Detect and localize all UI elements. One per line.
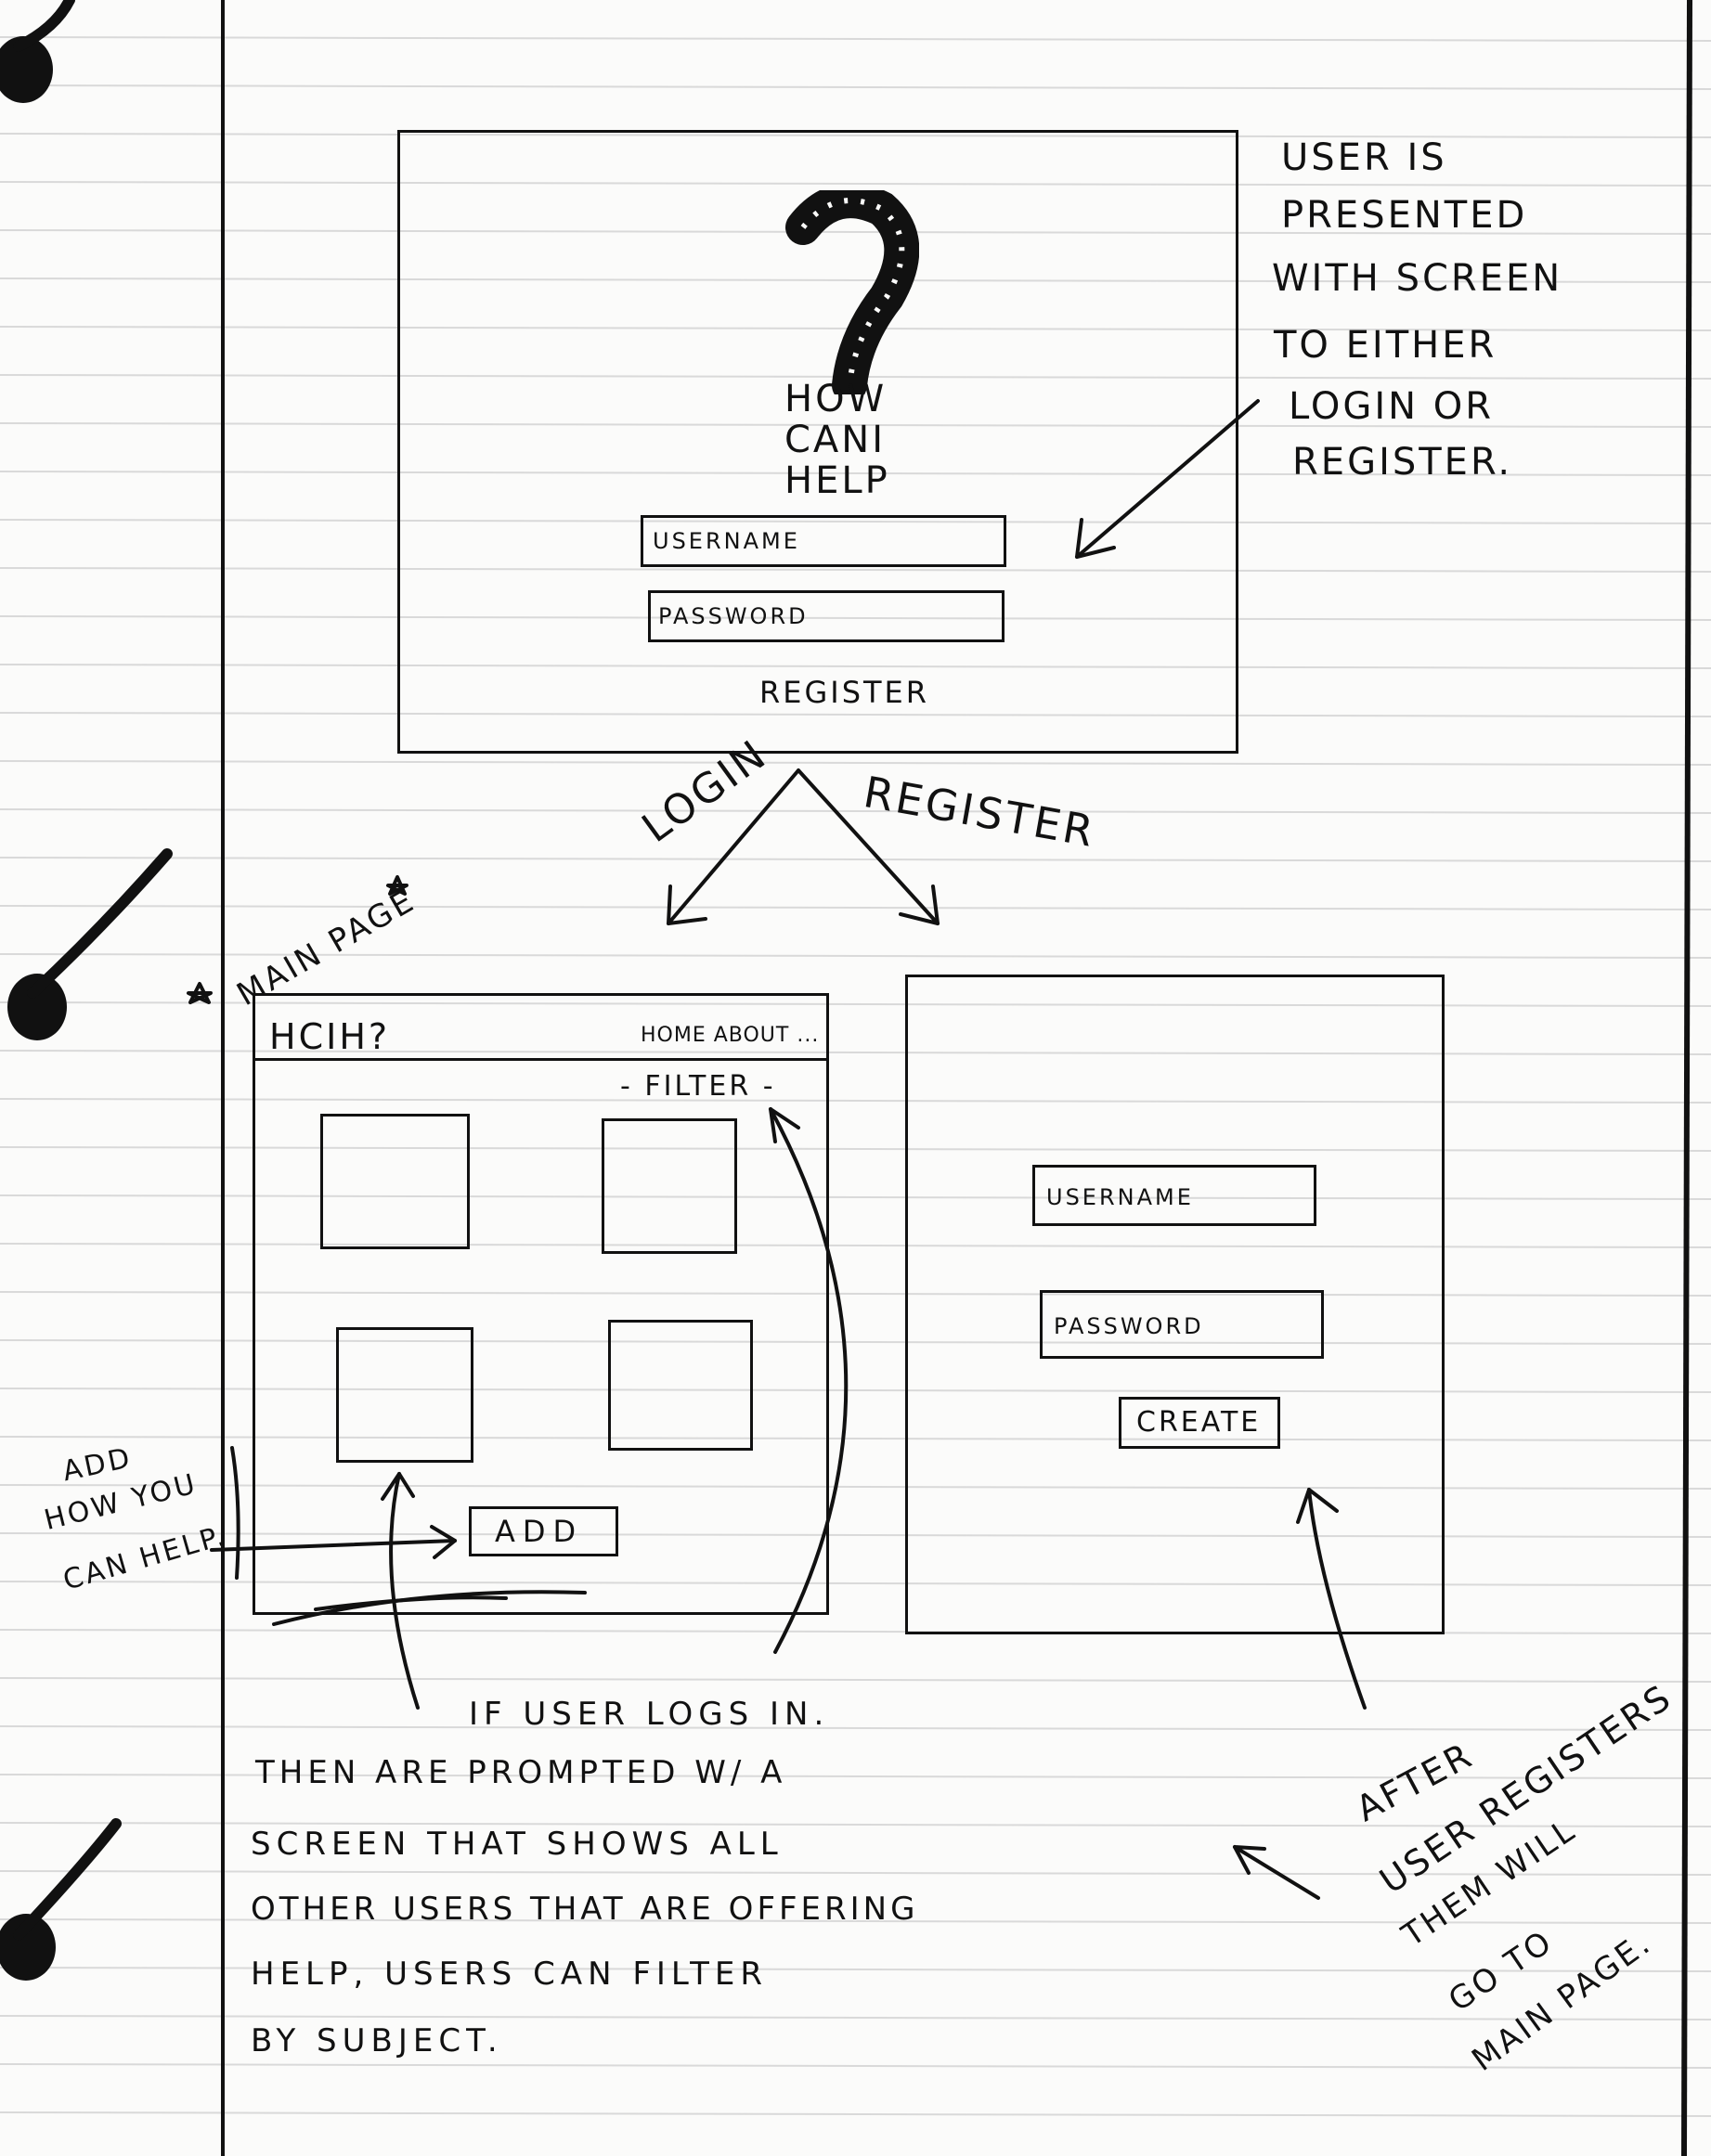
ruled-line — [0, 36, 1711, 42]
question-mark-icon — [785, 190, 919, 394]
ruled-line — [0, 1870, 1711, 1876]
helper-card[interactable] — [320, 1114, 470, 1249]
login-register-link[interactable]: REGISTER — [759, 675, 929, 710]
ruled-line — [0, 1581, 1711, 1586]
ruled-line — [0, 84, 1711, 90]
ruled-line — [0, 1291, 1711, 1297]
helper-card[interactable] — [608, 1320, 753, 1451]
filter-control[interactable]: - FILTER - — [620, 1070, 776, 1103]
ruled-line — [0, 1822, 1711, 1827]
register-username-placeholder: USERNAME — [1046, 1184, 1194, 1210]
binding-rings — [13, 0, 173, 1941]
add-button-label: ADD — [495, 1514, 584, 1549]
ruled-line — [0, 229, 1711, 235]
add-button[interactable]: ADD — [469, 1506, 618, 1556]
app-title-line-2: CANI — [784, 419, 887, 461]
ruled-line — [0, 615, 1711, 621]
ruled-line — [0, 712, 1711, 717]
create-button[interactable]: CREATE — [1119, 1397, 1280, 1449]
login-note-line-4: OTHER USERS THAT ARE OFFERING — [251, 1891, 919, 1928]
helper-card[interactable] — [336, 1327, 473, 1463]
login-password-placeholder: PASSWORD — [658, 603, 809, 629]
top-note-line-5: LOGIN OR — [1289, 385, 1495, 428]
login-note-line-5: HELP, USERS CAN FILTER — [251, 1956, 769, 1993]
register-password-field[interactable]: PASSWORD — [1040, 1290, 1324, 1359]
ruled-line — [0, 2111, 1711, 2117]
ruled-line — [0, 2063, 1711, 2069]
top-note-line-1: USER IS — [1281, 136, 1447, 179]
ruled-line — [0, 1629, 1711, 1634]
ruled-line — [0, 1050, 1711, 1055]
binding-holes — [0, 36, 67, 1981]
login-username-field[interactable]: USERNAME — [641, 515, 1006, 567]
login-note-line-3: SCREEN THAT SHOWS ALL — [251, 1826, 784, 1863]
ruled-line — [0, 567, 1711, 573]
right-edge-line — [1681, 0, 1692, 2156]
top-note-line-3: WITH SCREEN — [1272, 257, 1563, 300]
ruled-line — [0, 2015, 1711, 2020]
ruled-line — [0, 278, 1711, 283]
ruled-line — [0, 953, 1711, 959]
ruled-line — [0, 1098, 1711, 1104]
ruled-line — [0, 422, 1711, 428]
ruled-line — [0, 1677, 1711, 1683]
ruled-line — [0, 519, 1711, 524]
ruled-line — [0, 1918, 1711, 1924]
ruled-line — [0, 760, 1711, 766]
register-username-field[interactable]: USERNAME — [1032, 1165, 1316, 1226]
ruled-line — [0, 1243, 1711, 1248]
app-title-line-1: HOW — [784, 378, 888, 420]
ruled-line — [0, 1436, 1711, 1441]
ruled-line — [0, 808, 1711, 814]
ruled-line — [0, 1484, 1711, 1490]
top-note-line-4: TO EITHER — [1274, 324, 1497, 367]
register-screen-sketch — [905, 975, 1445, 1634]
main-page-logo[interactable]: HCIH? — [269, 1016, 391, 1057]
ruled-line — [0, 905, 1711, 910]
ruled-line — [0, 1146, 1711, 1152]
login-note-line-2: THEN ARE PROMPTED W/ A — [255, 1754, 787, 1791]
top-note-line-2: PRESENTED — [1281, 194, 1528, 237]
login-note-line-6: BY SUBJECT. — [251, 2022, 503, 2059]
ruled-line — [0, 664, 1711, 669]
main-page-nav[interactable]: HOME ABOUT ... — [641, 1024, 820, 1047]
ruled-line — [0, 1001, 1711, 1007]
app-title-line-3: HELP — [784, 459, 890, 502]
top-note-line-6: REGISTER. — [1292, 441, 1513, 484]
ruled-line — [0, 1967, 1711, 1972]
ruled-line — [0, 1774, 1711, 1779]
ruled-line — [0, 1725, 1711, 1731]
ruled-line — [0, 181, 1711, 187]
main-page-header-rule — [253, 1058, 826, 1061]
ruled-line — [0, 1339, 1711, 1345]
create-button-label: CREATE — [1136, 1406, 1262, 1439]
login-username-placeholder: USERNAME — [653, 528, 800, 554]
ruled-line — [0, 857, 1711, 862]
ruled-line — [0, 1532, 1711, 1538]
helper-card[interactable] — [602, 1118, 737, 1254]
login-password-field[interactable]: PASSWORD — [648, 590, 1005, 642]
ruled-line — [0, 133, 1711, 138]
ruled-line — [0, 1388, 1711, 1393]
ruled-line — [0, 1194, 1711, 1200]
login-note-line-1: IF USER LOGS IN. — [469, 1696, 830, 1733]
register-password-placeholder: PASSWORD — [1054, 1313, 1204, 1339]
ruled-line — [0, 471, 1711, 476]
